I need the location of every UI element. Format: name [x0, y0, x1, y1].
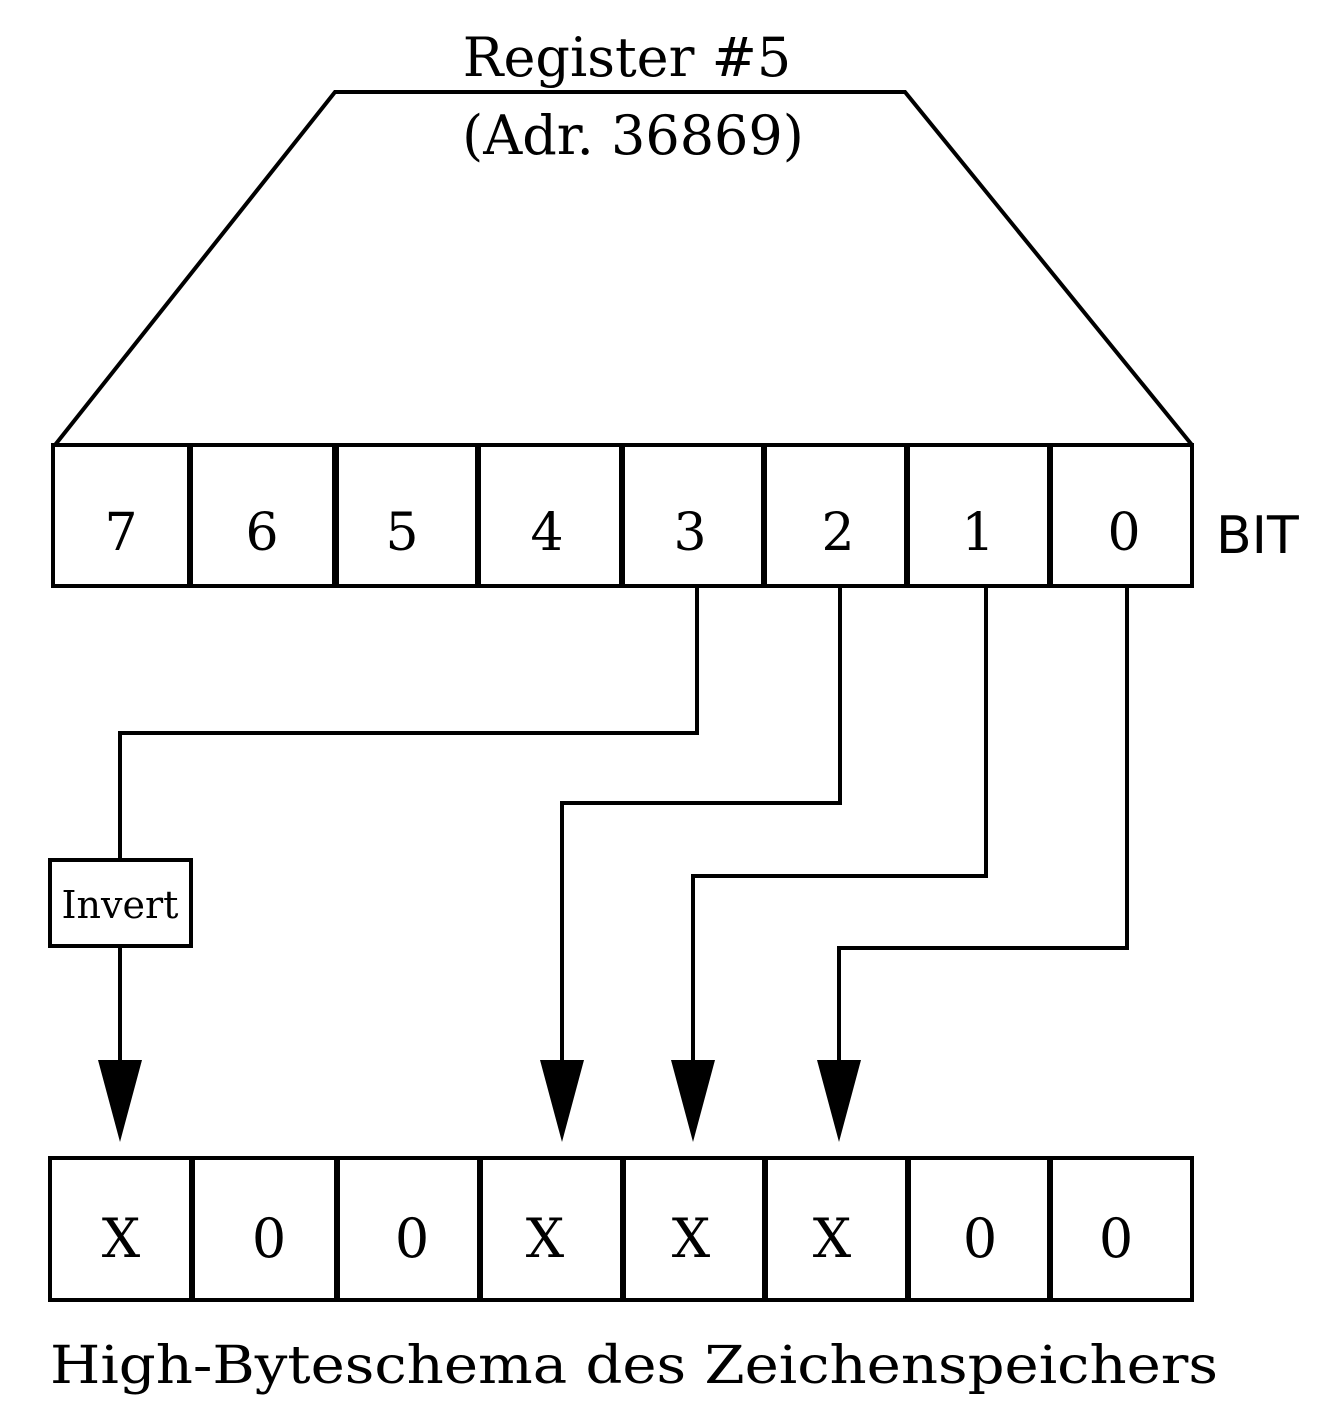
register-bit-label: 0 [1107, 503, 1140, 563]
register-address: (Adr. 36869) [462, 104, 804, 167]
connector-bit3 [118, 586, 699, 860]
register-trapezoid [53, 90, 1194, 447]
register-bit-label: 1 [961, 503, 994, 563]
arrowhead-icon [540, 1060, 584, 1142]
high-byte-value: 0 [1099, 1207, 1133, 1270]
register-bit-cells [51, 443, 1194, 588]
high-byte-value: X [672, 1207, 711, 1270]
register-bit-label: 6 [245, 503, 278, 563]
invert-label: Invert [62, 883, 179, 927]
high-byte-value: 0 [963, 1207, 997, 1270]
register-bit-cell [1049, 443, 1194, 588]
register-bit-cell [189, 443, 336, 588]
high-byte-value: X [102, 1207, 141, 1270]
register-bit-label: 4 [530, 503, 563, 563]
high-byte-value: X [526, 1207, 565, 1270]
bit-axis-label: BIT [1216, 506, 1299, 566]
invert-box: Invert [48, 858, 193, 948]
register-bit-label: 2 [821, 503, 854, 563]
high-byte-cells [48, 1156, 1194, 1302]
register-title: Register #5 [463, 26, 791, 89]
arrowhead-icon [98, 1060, 142, 1142]
high-byte-row: X 0 0 X X X 0 0 [48, 1156, 1194, 1302]
high-byte-value: X [813, 1207, 852, 1270]
arrowhead-icon [817, 1060, 861, 1142]
diagram-caption: High-Byteschema des Zeichenspeichers [50, 1336, 1218, 1396]
connector-bit0 [837, 586, 1129, 1065]
register-bit-label: 7 [104, 503, 137, 563]
register-bit-label: 3 [673, 503, 706, 563]
high-byte-value: 0 [252, 1207, 286, 1270]
register-bit-row: 7 6 5 4 3 2 1 0 [51, 443, 1194, 588]
high-byte-cell [1049, 1156, 1194, 1302]
register-bit-label: 5 [385, 503, 418, 563]
arrowhead-icon [671, 1060, 715, 1142]
connector-bit1 [691, 586, 988, 1065]
connector-bit2 [560, 586, 842, 1065]
high-byte-value: 0 [395, 1207, 429, 1270]
